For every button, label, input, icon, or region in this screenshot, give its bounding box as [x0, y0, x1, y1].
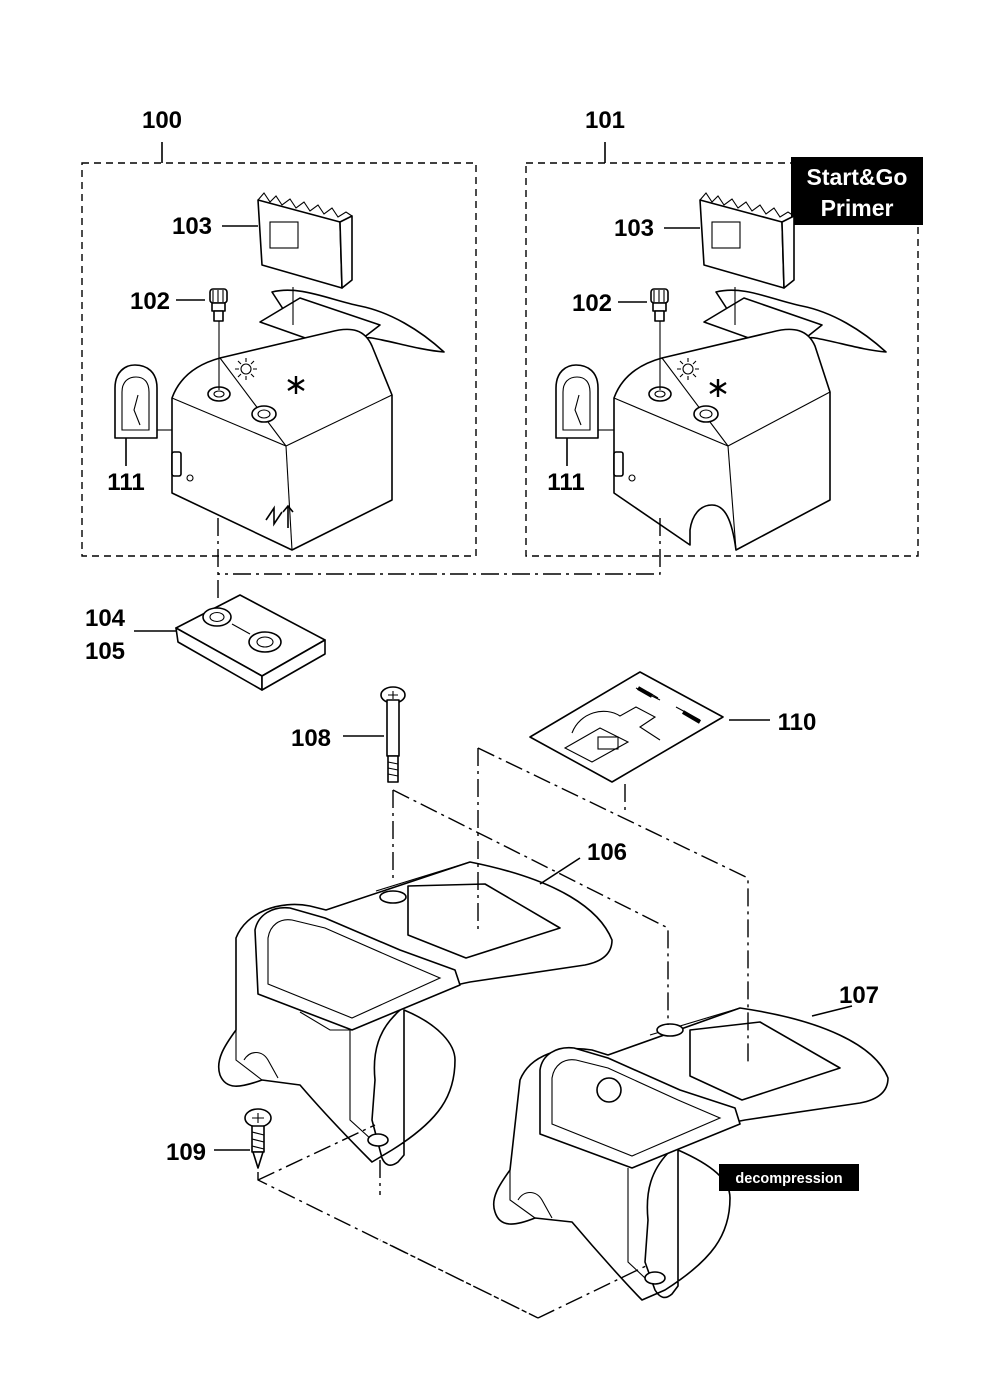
- label-109: 109: [166, 1139, 206, 1166]
- housing-106: [218, 861, 613, 1167]
- label-104: 104: [85, 605, 126, 632]
- sun-icon: [677, 358, 699, 380]
- leader-107: [811, 1005, 853, 1017]
- centerline-cover-101-to-pad: [218, 518, 661, 575]
- clip-111-a: [114, 364, 172, 439]
- badge-line-2: Primer: [821, 195, 894, 221]
- decompression-label: decompression: [735, 1171, 842, 1187]
- label-103-a: 103: [172, 213, 212, 240]
- start-go-primer-badge: Start&Go Primer: [791, 157, 923, 225]
- label-105: 105: [85, 638, 125, 665]
- centerline-109-to-107: [537, 1264, 649, 1319]
- label-108: 108: [291, 725, 331, 752]
- label-102-b: 102: [572, 290, 612, 317]
- snowflake-icon: [287, 376, 305, 394]
- centerline-109-to-106: [257, 1124, 376, 1181]
- group-box-101: [525, 162, 919, 557]
- centerline-109: [257, 1172, 539, 1319]
- label-111-a: 111: [107, 469, 144, 496]
- centerline-110-to-107: [477, 747, 749, 1065]
- label-106: 106: [587, 839, 627, 866]
- knob-102-b: [650, 288, 669, 390]
- arrow-icon: [265, 504, 294, 528]
- snowflake-icon: [709, 379, 727, 397]
- cover-100: [171, 289, 445, 551]
- pad-104-105: [175, 594, 326, 691]
- decompression-badge: decompression: [719, 1164, 859, 1191]
- label-107: 107: [839, 982, 879, 1009]
- screw-108: [380, 686, 406, 783]
- insert-103-b: [699, 192, 795, 325]
- label-100: 100: [142, 107, 182, 134]
- badge-line-1: Start&Go: [807, 164, 908, 190]
- knob-102-a: [209, 288, 228, 390]
- group-box-100: [81, 162, 477, 557]
- label-110: 110: [778, 709, 817, 736]
- clip-111-b: [555, 364, 614, 439]
- housing-107: [492, 1007, 889, 1301]
- label-101: 101: [585, 107, 625, 134]
- insert-103-a: [257, 192, 353, 325]
- sticker-110: [529, 671, 724, 783]
- label-111-b: 111: [547, 469, 584, 496]
- sun-icon: [235, 358, 257, 380]
- label-103-b: 103: [614, 215, 654, 242]
- label-102-a: 102: [130, 288, 170, 315]
- screw-109: [244, 1108, 272, 1169]
- centerline-108-to-107: [392, 789, 669, 1025]
- cover-101: [613, 289, 887, 551]
- leader-106: [539, 857, 581, 885]
